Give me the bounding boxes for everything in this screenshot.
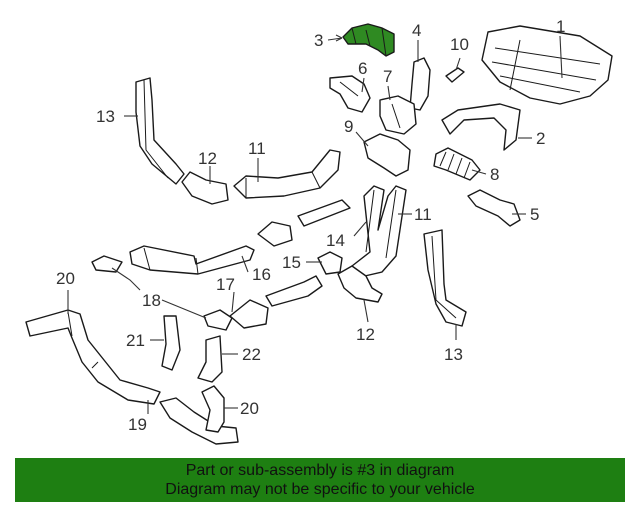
part-7-connector[interactable] — [379, 95, 417, 135]
part-11-duct-upper[interactable] — [233, 149, 341, 199]
callout-9[interactable]: 9 — [344, 117, 353, 136]
part-4-bracket[interactable] — [409, 57, 431, 111]
part-9-junction[interactable] — [363, 133, 411, 177]
leader-lines — [67, 34, 563, 414]
banner-line-disclaimer: Diagram may not be specific to your vehi… — [165, 481, 475, 498]
part-17-long-duct[interactable] — [129, 245, 255, 275]
callout-12b[interactable]: 12 — [356, 325, 375, 344]
callout-7[interactable]: 7 — [383, 67, 392, 86]
part-18-vent[interactable] — [203, 309, 233, 331]
callout-10[interactable]: 10 — [450, 35, 469, 54]
banner-line-part-info: Part or sub-assembly is #3 in diagram — [185, 462, 455, 479]
callout-20[interactable]: 20 — [56, 269, 75, 288]
callout-3[interactable]: 3 — [314, 31, 323, 50]
part-13-long-duct-left[interactable] — [135, 77, 185, 185]
part-19-lower-duct[interactable] — [159, 397, 239, 445]
part-1-panel[interactable] — [481, 25, 613, 105]
part-13-duct-right[interactable] — [423, 229, 467, 327]
callout-8[interactable]: 8 — [490, 165, 499, 184]
part-21-bracket[interactable] — [161, 315, 181, 371]
callout-22[interactable]: 22 — [242, 345, 261, 364]
callout-numbers: 3 1 4 10 6 7 13 2 9 11 12 8 5 14 11 20 1… — [56, 17, 565, 434]
info-banner: Part or sub-assembly is #3 in diagram Di… — [15, 458, 625, 502]
callout-4[interactable]: 4 — [412, 21, 421, 40]
exploded-parts-diagram: 3 1 4 10 6 7 13 2 9 11 12 8 5 14 11 20 1… — [25, 17, 613, 445]
callout-14[interactable]: 14 — [326, 231, 345, 250]
part-8-corrugated-hose[interactable] — [433, 147, 481, 181]
callout-13b[interactable]: 13 — [444, 345, 463, 364]
callout-1[interactable]: 1 — [556, 17, 565, 36]
part-20-elbow[interactable] — [201, 385, 225, 433]
part-14-duct-segment[interactable] — [297, 199, 351, 227]
callout-21[interactable]: 21 — [126, 331, 145, 350]
part-17-vent[interactable] — [229, 299, 269, 329]
callout-5[interactable]: 5 — [530, 205, 539, 224]
part-12-elbow-upper[interactable] — [181, 171, 229, 205]
callout-11b[interactable]: 11 — [414, 205, 432, 224]
part-2-curved-duct[interactable] — [441, 103, 521, 151]
callout-2[interactable]: 2 — [536, 129, 545, 148]
callout-15[interactable]: 15 — [282, 253, 301, 272]
part-16-duct[interactable] — [265, 275, 323, 307]
callout-18[interactable]: 18 — [142, 291, 161, 310]
part-15-clip[interactable] — [317, 251, 343, 275]
part-22-duct[interactable] — [197, 335, 223, 383]
callout-16[interactable]: 16 — [252, 265, 271, 284]
part-6-actuator[interactable] — [329, 75, 371, 113]
part-20-long-duct[interactable] — [25, 309, 161, 405]
part-16-connector[interactable] — [257, 221, 293, 247]
callout-19[interactable]: 19 — [128, 415, 147, 434]
callout-12[interactable]: 12 — [198, 149, 217, 168]
part-10-clip[interactable] — [445, 67, 465, 83]
part-11-duct-lower[interactable] — [351, 185, 407, 279]
part-12-elbow-lower[interactable] — [337, 265, 383, 303]
callout-11[interactable]: 11 — [248, 139, 266, 158]
part-18-grille-left[interactable] — [91, 255, 123, 273]
callout-17[interactable]: 17 — [216, 275, 235, 294]
callout-6[interactable]: 6 — [358, 59, 367, 78]
callout-20b[interactable]: 20 — [240, 399, 259, 418]
callout-13[interactable]: 13 — [96, 107, 115, 126]
part-5-bracket[interactable] — [467, 189, 521, 227]
